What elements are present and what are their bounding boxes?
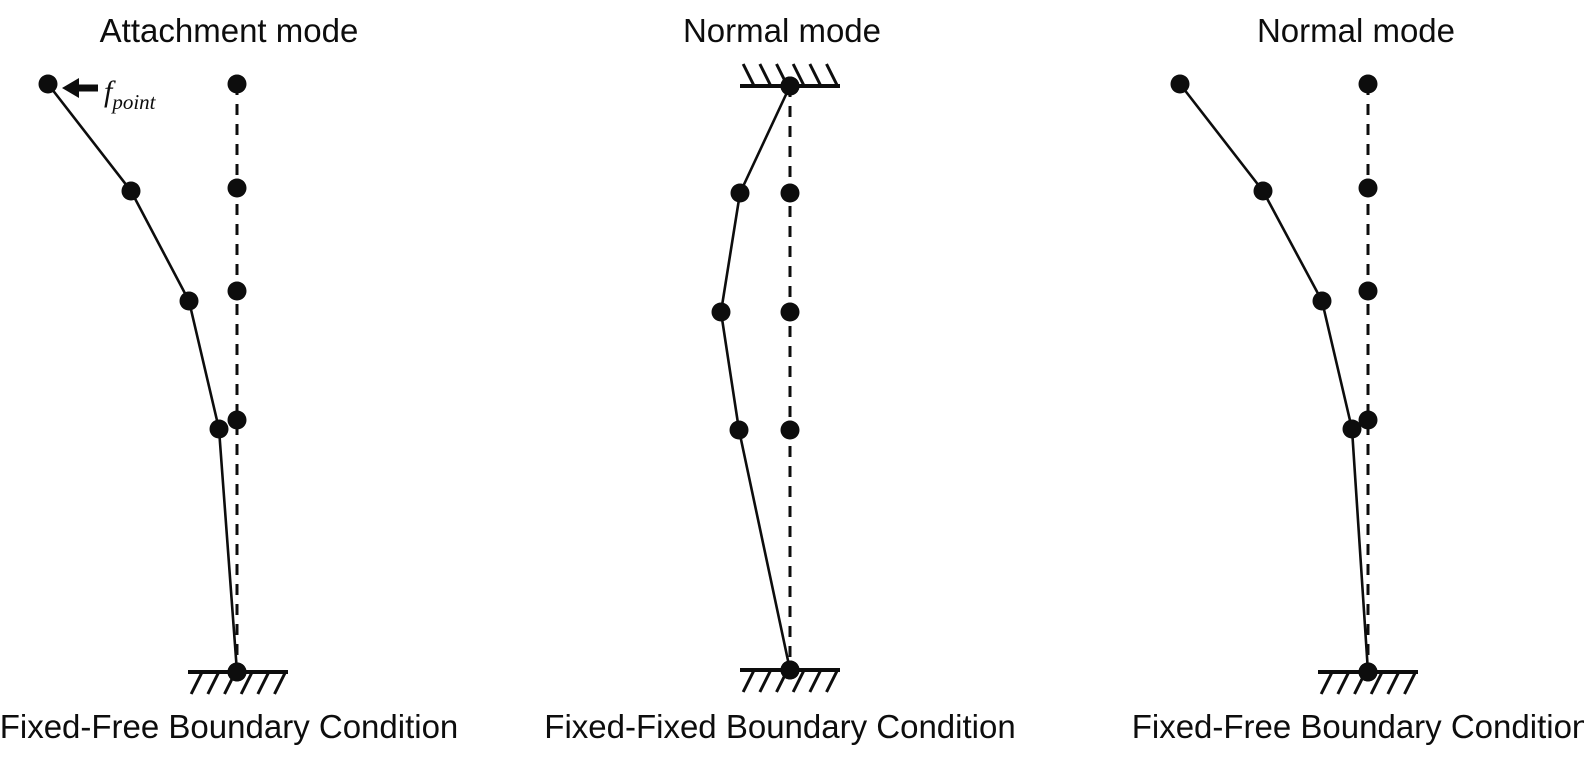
deformed-node-dot <box>121 181 141 201</box>
reference-node-dot <box>1358 178 1378 198</box>
panel-caption: Fixed-Free Boundary Condition <box>0 708 458 745</box>
bottom-support-hatch <box>825 669 839 693</box>
bottom-support-hatch <box>1369 671 1384 695</box>
top-support-hatch <box>808 63 823 87</box>
deformed-node-dot <box>780 76 800 96</box>
bottom-support-hatch <box>1386 671 1401 695</box>
deformed-node-dot <box>1170 74 1190 94</box>
deformed-node-dot <box>1253 181 1273 201</box>
panel-caption: Fixed-Fixed Boundary Condition <box>544 708 1015 745</box>
top-support-hatch <box>758 63 773 87</box>
panel-caption: Fixed-Free Boundary Condition <box>1132 708 1584 745</box>
reference-node-dot <box>1358 281 1378 301</box>
reference-node-dot <box>1358 410 1378 430</box>
deformed-node-dot <box>227 662 247 682</box>
bottom-support-hatch <box>189 671 204 695</box>
reference-node-dot <box>227 281 247 301</box>
top-support-hatch <box>825 63 839 87</box>
reference-node-dot <box>780 302 800 322</box>
bottom-support-hatch <box>206 671 221 695</box>
bottom-support-hatch <box>239 671 254 695</box>
deformed-mode-shape-line <box>1178 82 1370 674</box>
bottom-support-hatch <box>758 669 773 693</box>
reference-node-dot <box>227 74 247 94</box>
force-label: fpoint <box>104 75 157 114</box>
force-arrow-head <box>62 78 79 98</box>
deformed-mode-shape-line <box>719 84 792 672</box>
bottom-support-hatch <box>273 671 287 695</box>
bottom-support-hatch <box>791 669 806 693</box>
bottom-support-hatch <box>808 669 823 693</box>
bottom-support-hatch <box>1336 671 1351 695</box>
reference-node-dot <box>227 178 247 198</box>
deformed-node-dot <box>209 419 229 439</box>
bottom-support-hatch <box>256 671 271 695</box>
bottom-support-hatch <box>1319 671 1334 695</box>
deformed-node-dot <box>711 302 731 322</box>
panel-title: Normal mode <box>1257 12 1455 49</box>
force-label-subscript: point <box>110 90 156 114</box>
deformed-node-dot <box>730 183 750 203</box>
top-support-hatch <box>791 63 806 87</box>
deformed-node-dot <box>1312 291 1332 311</box>
deformed-node-dot <box>780 660 800 680</box>
deformed-node-dot <box>729 420 749 440</box>
deformed-mode-shape-line <box>46 82 239 674</box>
top-support-hatch <box>741 63 756 87</box>
deformed-node-dot <box>1342 419 1362 439</box>
panel-title: Normal mode <box>683 12 881 49</box>
bottom-support-hatch <box>1403 671 1417 695</box>
deformed-node-dot <box>38 74 58 94</box>
deformed-node-dot <box>179 291 199 311</box>
reference-node-dot <box>780 183 800 203</box>
panel-title: Attachment mode <box>100 12 359 49</box>
reference-node-dot <box>780 420 800 440</box>
reference-node-dot <box>1358 74 1378 94</box>
reference-node-dot <box>227 410 247 430</box>
deformed-node-dot <box>1358 662 1378 682</box>
bottom-support-hatch <box>741 669 756 693</box>
